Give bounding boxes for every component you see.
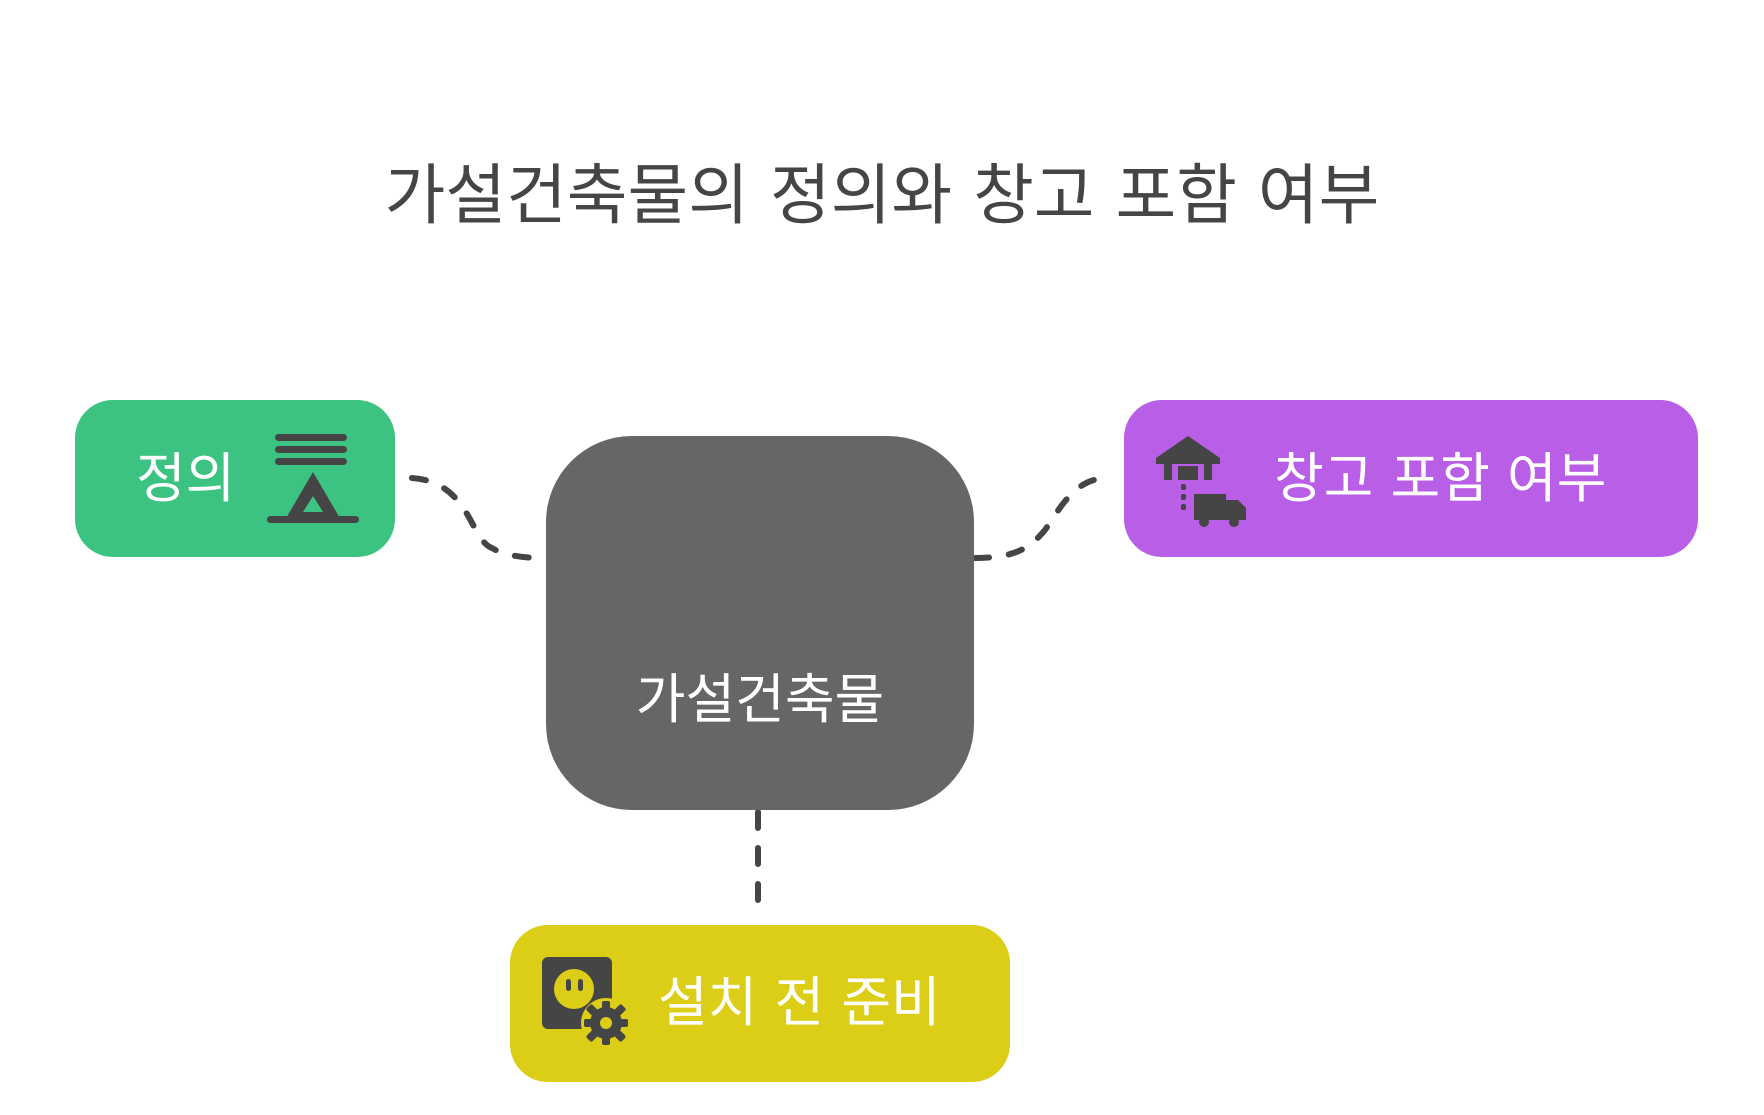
preparation-node-label: 설치 전 준비 — [658, 971, 941, 1034]
connector-definition — [409, 475, 548, 561]
warehouse-node[interactable]: 창고 포함 여부 — [1124, 400, 1698, 557]
tent-icon — [267, 434, 359, 523]
definition-node-label: 정의 — [136, 447, 236, 510]
center-node-label: 가설건축물 — [635, 668, 885, 731]
center-node[interactable]: 가설건축물 — [546, 436, 974, 810]
diagram-title: 가설건축물의 정의와 창고 포함 여부 — [384, 157, 1380, 234]
warehouse-truck-icon — [1156, 436, 1246, 527]
warehouse-node-label: 창고 포함 여부 — [1274, 447, 1607, 510]
socket-gear-icon — [542, 957, 631, 1048]
connector-warehouse — [972, 475, 1108, 561]
preparation-node[interactable]: 설치 전 준비 — [510, 925, 1010, 1082]
definition-node[interactable]: 정의 — [75, 400, 395, 557]
